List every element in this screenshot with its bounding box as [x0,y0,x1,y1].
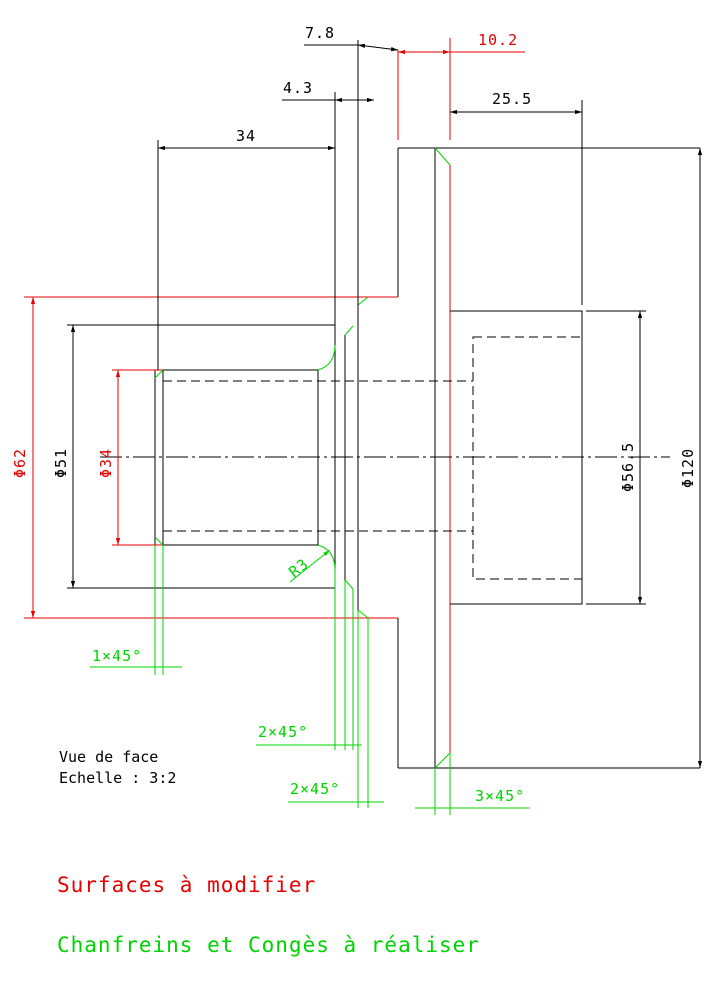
hub-bore-hidden [472,336,583,580]
dim-10-2: 10.2 [478,31,518,49]
dim-dia56-5: Φ56.5 [619,442,637,492]
dim-25-5: 25.5 [492,90,532,108]
chamfer-flange-bottom [434,752,451,769]
legend-chamfers: Chanfreins et Congès à réaliser [57,933,480,957]
dim-34-length: 34 [236,127,256,145]
view-note-line1: Vue de face [59,748,159,766]
dim-dia51: Φ51 [52,448,70,478]
flange-outline [397,147,700,769]
dim-7-8: 7.8 [305,24,335,42]
dim-dia34: Φ34 [97,448,115,478]
top-dimensions: 7.8 10.2 4.3 25.5 34 [157,24,583,370]
dim-dia62: Φ62 [11,448,29,478]
dim-r3: R3 [285,555,312,582]
diameter-dimensions: Φ62 Φ51 Φ34 Φ56.5 Φ120 [11,148,703,768]
chamfer-step-bottom [344,579,354,590]
chamfer-bore-bottom [154,536,164,546]
chamfer-bore-top [154,369,164,379]
shaft-outline [67,324,335,589]
legend-modify: Surfaces à modifier [57,873,317,897]
view-note-line2: Echelle : 3:2 [59,769,177,787]
part-outline [67,38,700,769]
fillet-r3-bottom [317,544,336,571]
dim-4-3: 4.3 [283,79,313,97]
chamfer-ring-bottom [357,609,369,619]
dim-1x45: 1×45° [92,647,142,665]
dim-3x45: 3×45° [475,787,525,805]
dim-dia120: Φ120 [679,448,697,488]
dim-2x45-b: 2×45° [290,780,340,798]
green-chamfers [154,147,451,769]
chamfer-flange-top [434,147,451,166]
chamfer-ring-top [357,296,369,306]
chamfer-step-top [344,325,354,336]
fillet-r3-top [317,344,336,371]
dim-2x45-a: 2×45° [258,723,308,741]
